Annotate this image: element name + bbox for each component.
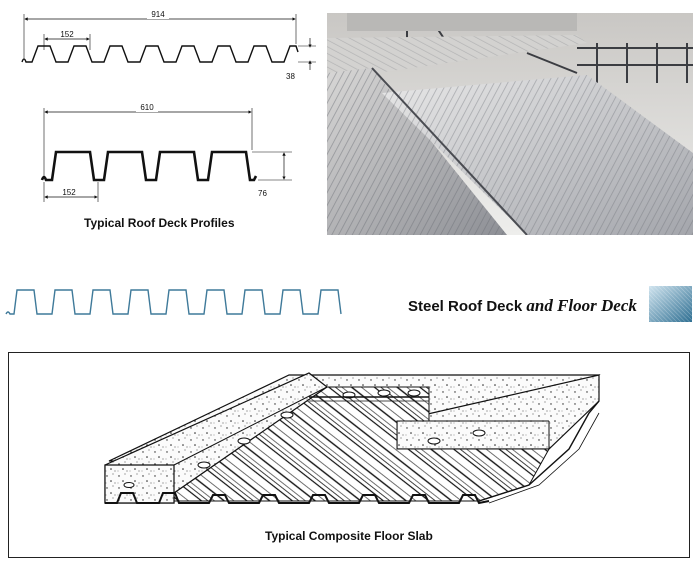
brand-title: Steel Roof Deck and Floor Deck — [408, 296, 637, 316]
roof-deck-profiles-drawing: 914 152 38 610 152 76 — [21, 10, 316, 202]
profile-1-pitch-label: 152 — [60, 30, 74, 39]
roof-deck-profile-2: 610 152 76 — [40, 103, 292, 202]
floor-deck-profile-graphic — [5, 289, 342, 315]
profile-2-depth-label: 76 — [258, 189, 267, 198]
floor-slab-panel: Typical Composite Floor Slab — [8, 352, 690, 558]
roof-deck-profiles-caption: Typical Roof Deck Profiles — [84, 216, 235, 230]
brand-gradient-swatch — [649, 286, 692, 322]
profile-1-width-label: 914 — [151, 10, 165, 19]
composite-floor-slab-drawing — [104, 372, 601, 505]
roof-deck-photo — [327, 13, 693, 235]
brand-title-plain: Steel Roof Deck — [408, 298, 523, 315]
floor-slab-caption: Typical Composite Floor Slab — [265, 529, 433, 543]
roof-deck-profile-1: 914 152 38 — [21, 10, 316, 81]
profile-2-width-label: 610 — [140, 103, 154, 112]
brand-title-italic: and Floor Deck — [526, 296, 637, 315]
profile-1-depth-label: 38 — [286, 72, 295, 81]
profile-2-pitch-label: 152 — [62, 188, 76, 197]
